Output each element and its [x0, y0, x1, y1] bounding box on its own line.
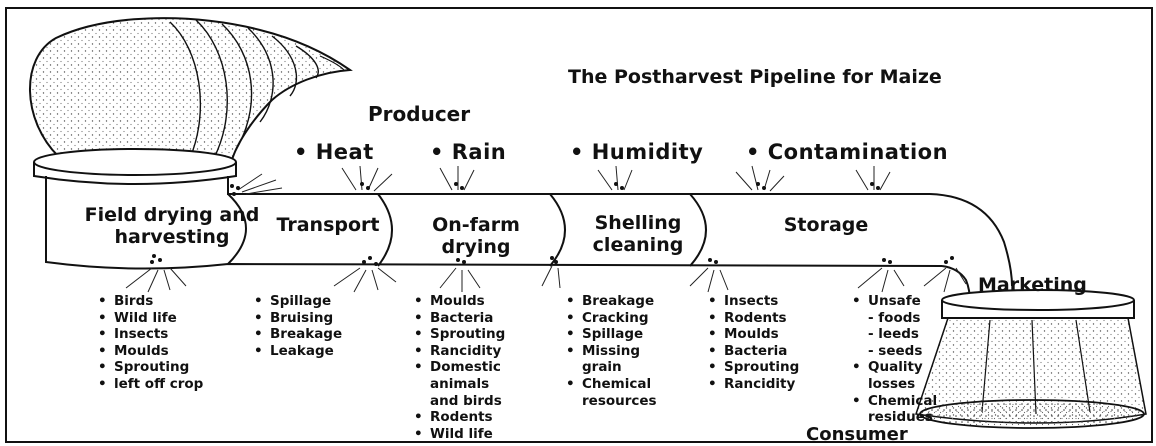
loss-spray-marks [126, 266, 966, 292]
loss-item: Chemical [566, 376, 657, 393]
loss-item: Rancidity [708, 376, 799, 393]
stage-label-field-drying: Field drying and harvesting [72, 204, 272, 248]
losses-list-storage: InsectsRodentsMouldsBacteriaSproutingRan… [708, 293, 799, 393]
loss-item: Missing [566, 343, 657, 360]
loss-item: - seeds [852, 343, 937, 360]
loss-item: Spillage [254, 293, 342, 310]
cornucopia-horn [30, 18, 350, 160]
factor-contamination-text: Contamination [768, 140, 948, 164]
stage-label-marketing: Marketing [978, 274, 1128, 296]
losses-list-marketing: Unsafe- foods- leeds- seedsQualitylosses… [852, 293, 937, 426]
loss-item: Insects [708, 293, 799, 310]
factor-spray-marks [238, 166, 890, 194]
loss-item: and birds [414, 393, 505, 410]
loss-item: Bruising [254, 310, 342, 327]
loss-item: Sprouting [98, 359, 203, 376]
loss-item: Rodents [708, 310, 799, 327]
loss-item: Chemical [852, 393, 937, 410]
loss-item: grain [566, 359, 657, 376]
factor-rain: • Rain [430, 140, 506, 164]
factor-rain-text: Rain [452, 140, 507, 164]
stage-label-on-farm-drying: On-farm drying [412, 214, 540, 258]
loss-item: Sprouting [414, 326, 505, 343]
factor-humidity-text: Humidity [592, 140, 704, 164]
loss-item: Rancidity [414, 343, 505, 360]
loss-item: - leeds [852, 326, 937, 343]
loss-item: Bacteria [414, 310, 505, 327]
producer-label: Producer [368, 102, 470, 126]
loss-item: losses [852, 376, 937, 393]
loss-item: animals [414, 376, 505, 393]
loss-item: Spillage [566, 326, 657, 343]
loss-item: Sprouting [708, 359, 799, 376]
loss-item: Moulds [708, 326, 799, 343]
loss-item: residues [852, 409, 937, 426]
loss-item: Breakage [566, 293, 657, 310]
loss-item: Breakage [254, 326, 342, 343]
factor-humidity: • Humidity [570, 140, 703, 164]
loss-item: Rodents [414, 409, 505, 426]
losses-list-shelling-cleaning: BreakageCrackingSpillageMissinggrainChem… [566, 293, 657, 409]
losses-list-on-farm-drying: MouldsBacteriaSproutingRancidityDomestic… [414, 293, 505, 442]
loss-item: Insects [98, 326, 203, 343]
loss-item: Moulds [98, 343, 203, 360]
loss-item: Birds [98, 293, 203, 310]
loss-item: Wild life [98, 310, 203, 327]
loss-item: - foods [852, 310, 937, 327]
loss-item: Wild life [414, 426, 505, 443]
losses-list-field-drying: BirdsWild lifeInsectsMouldsSproutingleft… [98, 293, 203, 393]
loss-item: Quality [852, 359, 937, 376]
loss-item: Cracking [566, 310, 657, 327]
stage-label-transport: Transport [260, 214, 396, 236]
loss-item: left off crop [98, 376, 203, 393]
marketing-nozzle [916, 290, 1146, 428]
diagram-title: The Postharvest Pipeline for Maize [568, 66, 942, 88]
loss-item: resources [566, 393, 657, 410]
stage-label-storage: Storage [766, 214, 886, 236]
consumer-label: Consumer [806, 424, 908, 445]
factor-contamination: • Contamination [746, 140, 948, 164]
loss-item: Bacteria [708, 343, 799, 360]
loss-item: Unsafe [852, 293, 937, 310]
loss-item: Leakage [254, 343, 342, 360]
losses-list-transport: SpillageBruisingBreakageLeakage [254, 293, 342, 359]
loss-item: Domestic [414, 359, 505, 376]
factor-heat-text: Heat [316, 140, 374, 164]
pipe-collar [34, 149, 236, 184]
loss-item: Moulds [414, 293, 505, 310]
factor-heat: • Heat [294, 140, 374, 164]
stage-label-shelling-cleaning: Shelling cleaning [578, 212, 698, 256]
